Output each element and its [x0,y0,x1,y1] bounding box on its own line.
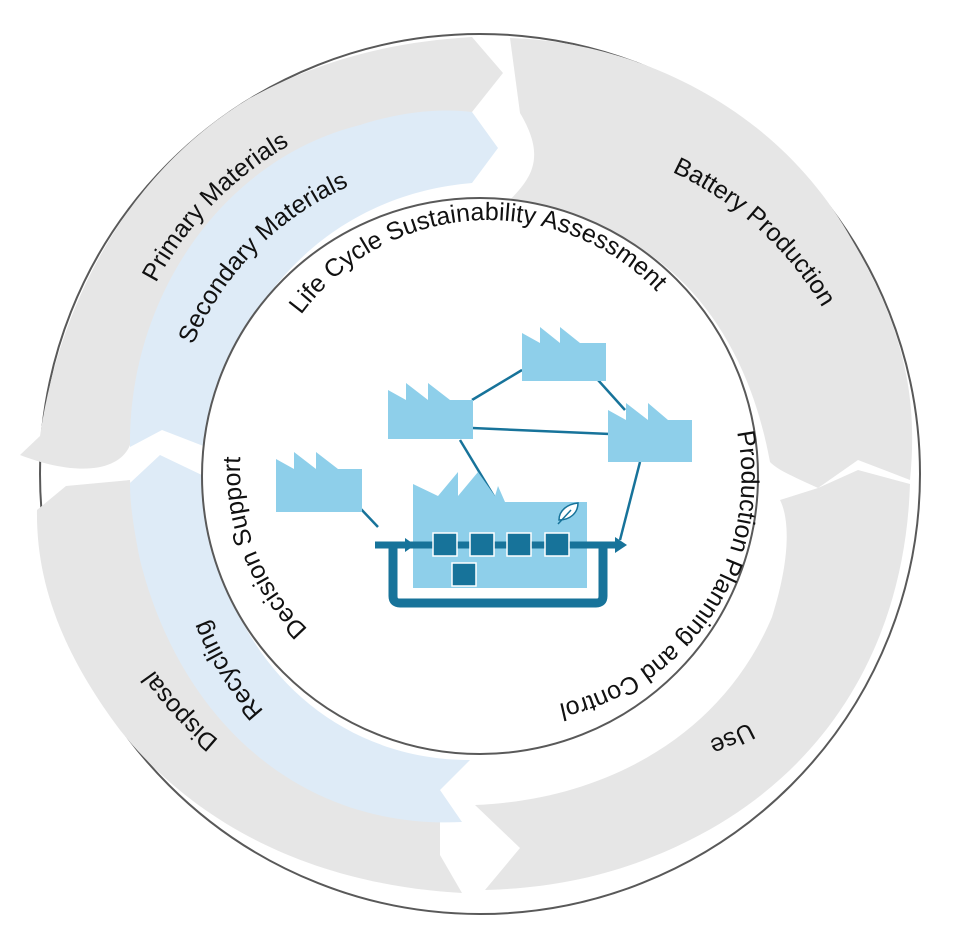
production-loop [375,537,627,608]
leaf-icon [557,502,579,525]
factory-icon [522,327,606,381]
process-boxes [432,532,570,587]
factory-network-lines [359,368,642,541]
factory-icon [388,383,473,439]
segment-use [475,470,910,890]
segment-battery-production [505,38,913,488]
segment-secondary-materials [129,110,499,448]
factory-icon [608,403,692,462]
factory-icon [276,452,362,512]
segment-recycling [130,455,470,823]
main-factory-icon [413,472,587,588]
